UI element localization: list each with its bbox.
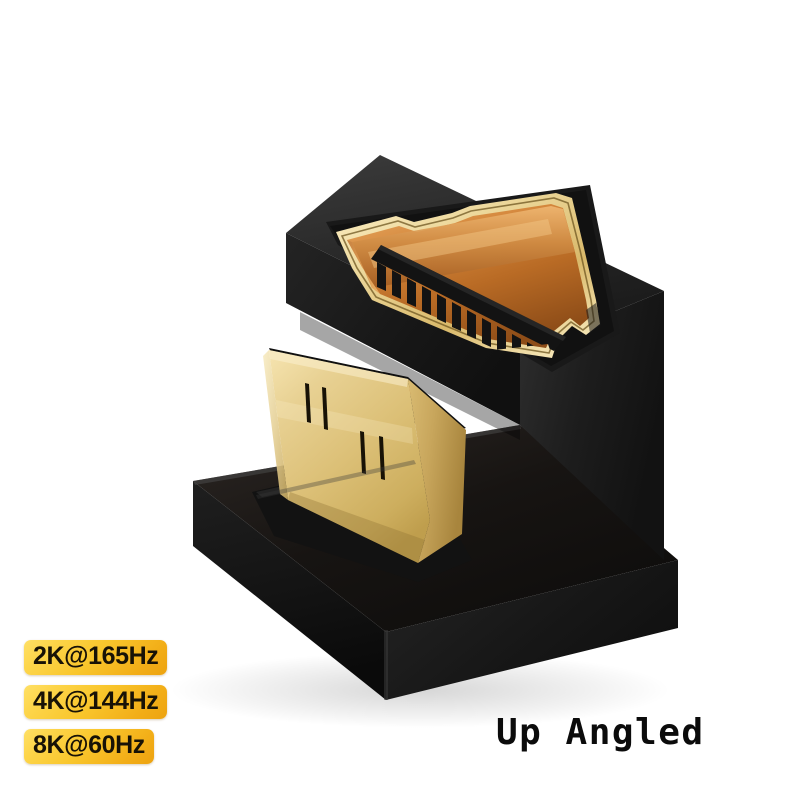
plug-latch-slots	[305, 383, 385, 480]
u-channel-recess	[300, 312, 520, 440]
port-cavity-highlight	[368, 219, 552, 268]
base-front-right-face	[386, 560, 678, 700]
hdmi-male-plug	[252, 348, 472, 582]
port-pin-tongue	[371, 245, 566, 351]
plug-top-chamfer-highlight	[269, 350, 408, 387]
upper-front-left-face	[286, 233, 520, 425]
hdmi-female-port	[326, 185, 620, 372]
u-channel-inner-shadow	[300, 312, 520, 440]
spec-badge-4k: 4K@144Hz	[24, 684, 168, 719]
collar-base-seam	[256, 460, 416, 499]
plug-bottom-shade	[288, 492, 425, 563]
port-pin-tongue-top-edge	[378, 245, 566, 341]
port-cavity-left-wall	[347, 240, 380, 294]
plug-left-edge	[263, 350, 288, 500]
product-caption: Up Angled	[496, 712, 705, 753]
base-front-left-face	[193, 481, 386, 700]
spec-badge-list: 2K@165Hz 4K@144Hz 8K@60Hz	[24, 640, 224, 764]
spec-badge-2k: 2K@165Hz	[24, 640, 168, 675]
plug-right-side-face	[408, 379, 466, 563]
base-corner-edge-highlight	[384, 630, 388, 700]
spec-badge-8k: 8K@60Hz	[24, 729, 154, 764]
port-bezel-notch	[586, 303, 601, 333]
